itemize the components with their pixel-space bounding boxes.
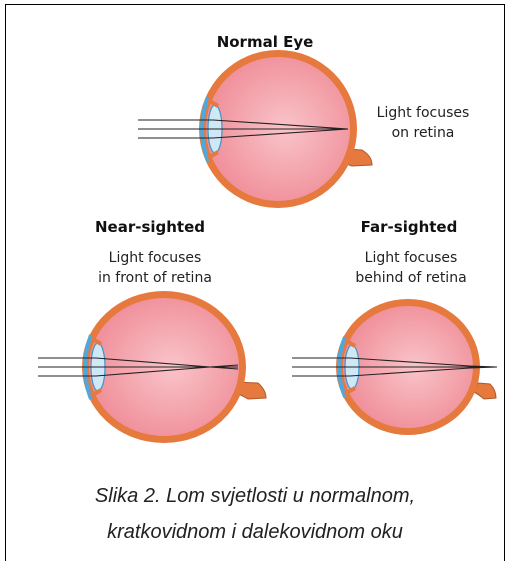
near-sighted-eye: Near-sighted Light focuses in front of r… <box>38 218 266 443</box>
caption-line2: kratkovidnom i dalekovidnom oku <box>6 514 504 550</box>
normal-note-line1: Light focuses <box>377 105 470 121</box>
normal-eye: Normal Eye Light focuses on retina <box>138 33 469 208</box>
normal-note-line2: on retina <box>392 125 455 141</box>
figure-caption: Slika 2. Lom svjetlosti u normalnom, kra… <box>6 478 504 550</box>
near-title: Near-sighted <box>95 218 205 236</box>
normal-eye-title: Normal Eye <box>217 33 314 51</box>
far-note-line1: Light focuses <box>365 250 458 266</box>
near-note-line1: Light focuses <box>109 250 202 266</box>
caption-line1: Slika 2. Lom svjetlosti u normalnom, <box>6 478 504 514</box>
near-note-line2: in front of retina <box>98 270 212 286</box>
far-note-line2: behind of retina <box>355 270 466 286</box>
eye-refraction-diagram: Normal Eye Light focuses on retina Near-… <box>0 0 511 470</box>
far-title: Far-sighted <box>361 218 458 236</box>
far-sighted-eye: Far-sighted Light focuses behind of reti… <box>292 218 497 435</box>
